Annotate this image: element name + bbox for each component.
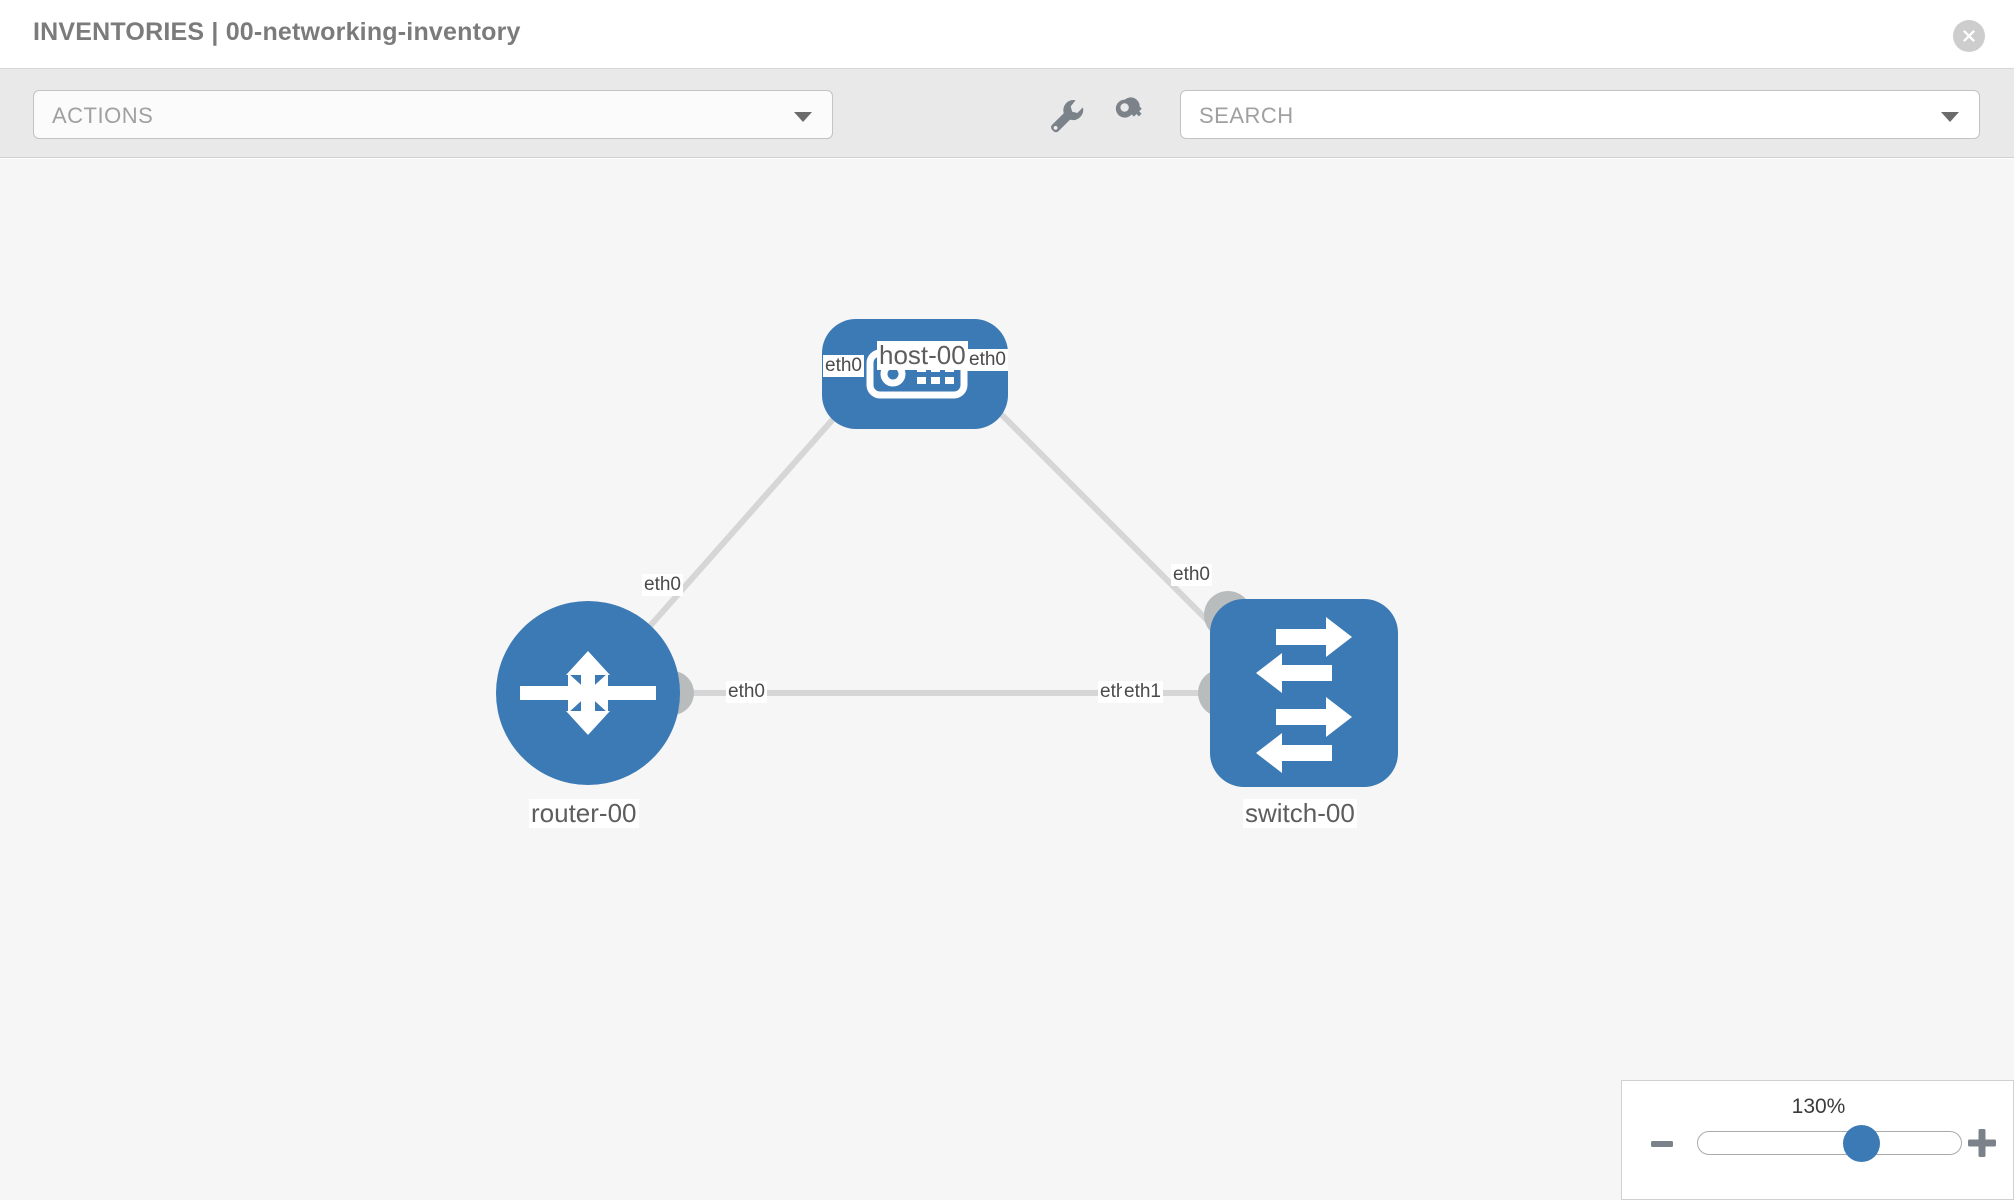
edge-label-router00-switch00-source: eth0 bbox=[726, 681, 767, 703]
edge-label-host00-router00-source: eth0 bbox=[823, 355, 864, 377]
edge-label-host00-switch00-source: eth0 bbox=[967, 349, 1008, 371]
edge-label-router00-switch00-target: eth1 bbox=[1122, 681, 1163, 703]
key-icon[interactable] bbox=[1108, 91, 1154, 137]
edge-label-router00-host00-target: eth0 bbox=[642, 574, 683, 596]
node-router-00[interactable] bbox=[496, 601, 680, 785]
node-label-switch-00: switch-00 bbox=[1243, 798, 1357, 829]
wrench-icon[interactable] bbox=[1042, 91, 1088, 137]
toolbar: ACTIONS SEARCH bbox=[0, 69, 2014, 158]
router-arrows-icon bbox=[520, 651, 656, 735]
chevron-down-icon bbox=[1941, 112, 1959, 122]
edge-label-switch00-host00-target: eth0 bbox=[1171, 564, 1212, 586]
search-input[interactable]: SEARCH bbox=[1180, 90, 1980, 139]
node-switch-00[interactable] bbox=[1210, 599, 1398, 787]
close-icon[interactable] bbox=[1953, 20, 1985, 52]
topology-graph bbox=[496, 319, 1398, 787]
page-header: INVENTORIES | 00-networking-inventory bbox=[0, 0, 2014, 69]
node-label-host-00: host-00 bbox=[877, 340, 968, 371]
zoom-level-label: 130% bbox=[1791, 1095, 1846, 1118]
zoom-control-panel: 130% bbox=[1621, 1080, 2014, 1200]
search-placeholder-label: SEARCH bbox=[1199, 103, 1294, 128]
zoom-slider[interactable] bbox=[1697, 1125, 1962, 1162]
actions-dropdown-label: ACTIONS bbox=[52, 103, 154, 128]
actions-dropdown[interactable]: ACTIONS bbox=[33, 90, 833, 139]
switch-arrows-icon bbox=[1256, 617, 1352, 773]
zoom-slider-thumb[interactable] bbox=[1842, 1125, 1880, 1162]
page-title: INVENTORIES | 00-networking-inventory bbox=[33, 18, 521, 46]
plus-icon[interactable] bbox=[1965, 1126, 1999, 1160]
minus-icon[interactable] bbox=[1648, 1130, 1676, 1158]
chevron-down-icon bbox=[794, 112, 812, 122]
topology-canvas[interactable]: host-00 router-00 switch-00 eth0 eth0 et… bbox=[0, 159, 2014, 1200]
node-label-router-00: router-00 bbox=[529, 798, 639, 829]
